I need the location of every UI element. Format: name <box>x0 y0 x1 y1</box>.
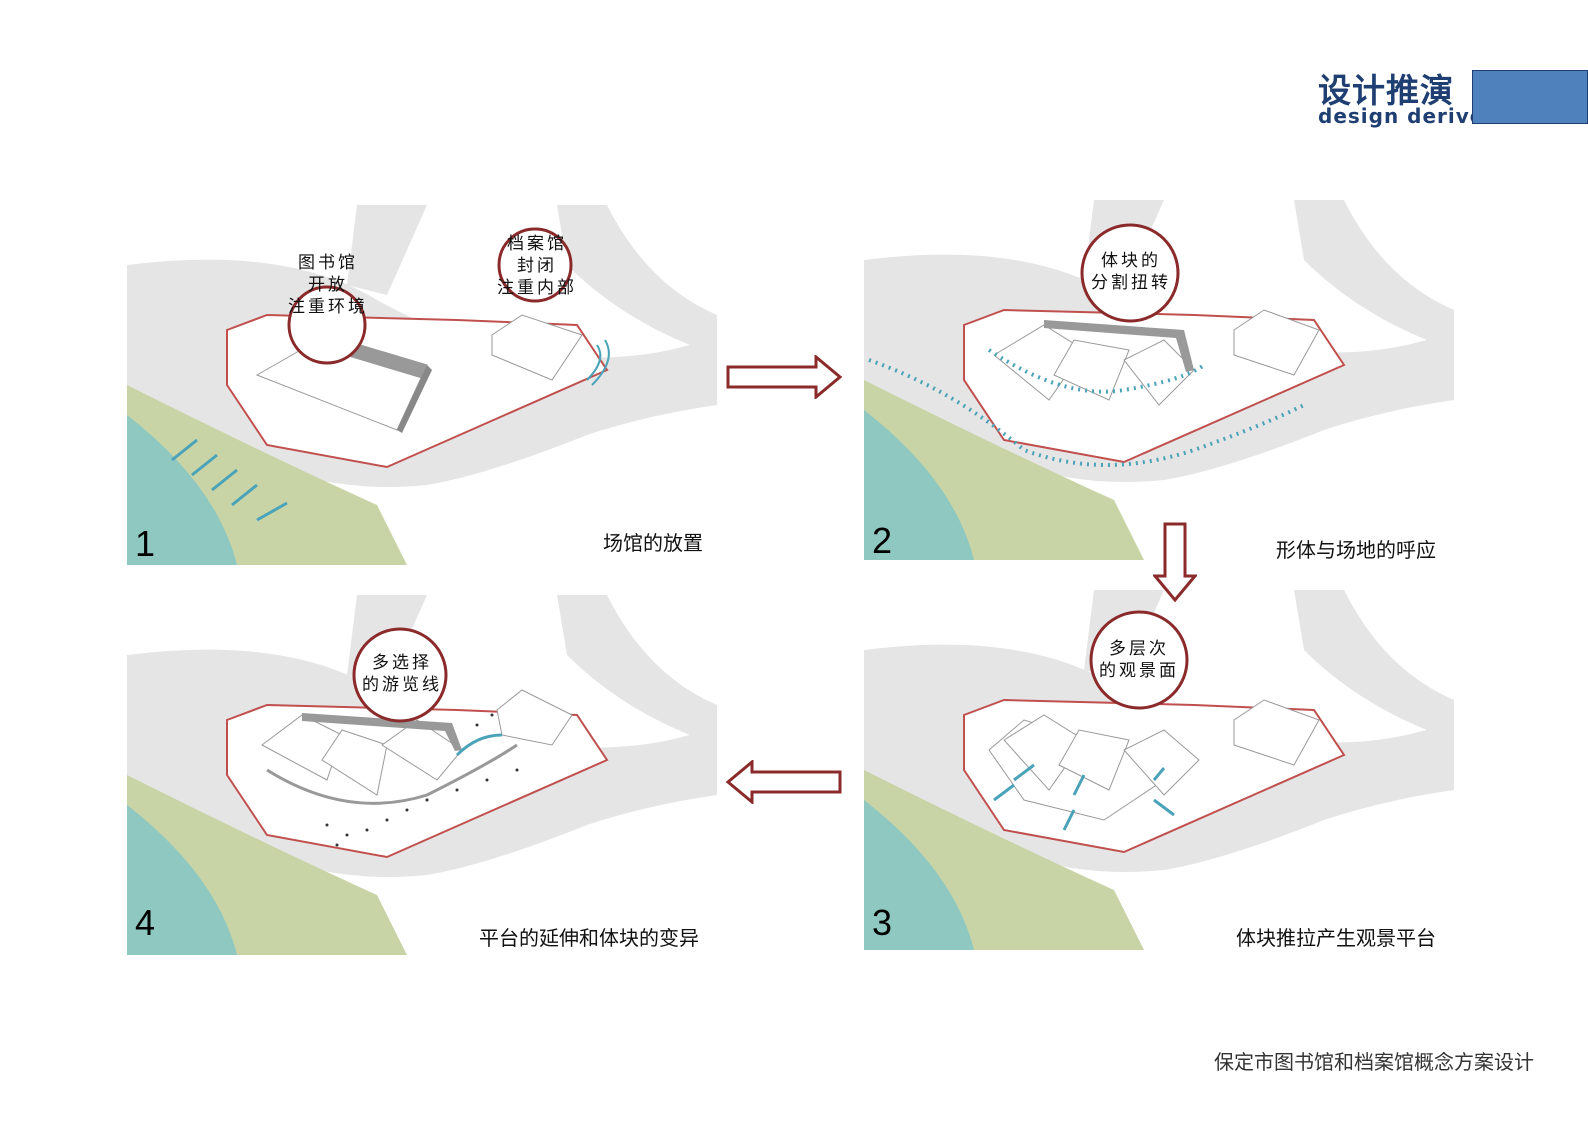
panel-caption: 场馆的放置 <box>603 531 703 555</box>
bubble-multilayer-view: 多层次 的观景面 <box>1099 639 1179 681</box>
header-accent-bar <box>1472 70 1588 124</box>
panel-caption: 体块推拉产生观景平台 <box>1236 926 1436 950</box>
panel-number: 4 <box>135 902 156 943</box>
panel-caption: 形体与场地的呼应 <box>1276 538 1436 560</box>
panel-number: 2 <box>872 520 893 560</box>
panel-number: 3 <box>872 902 893 943</box>
arrow-left-icon <box>725 760 842 804</box>
bubble-split-twist: 体块的 分割扭转 <box>1091 251 1171 293</box>
bubble-library: 图书馆 开放 注重环境 <box>288 253 368 317</box>
arrow-right-icon <box>726 355 843 399</box>
panel-3: 多层次 的观景面 3 体块推拉产生观景平台 <box>864 590 1454 950</box>
page-subtitle: design derive <box>1318 104 1485 128</box>
panel-number: 1 <box>135 523 156 564</box>
arrow-down-icon <box>1153 522 1197 603</box>
bubble-multi-route: 多选择 的游览线 <box>362 653 442 695</box>
bubble-archive: 档案馆 封闭 注重内部 <box>497 234 577 298</box>
panel-4: 多选择 的游览线 4 平台的延伸和体块的变异 <box>127 595 717 955</box>
panel-1: 图书馆 开放 注重环境 档案馆 封闭 注重内部 1 场馆的放置 <box>127 205 717 565</box>
page-title: 设计推演 <box>1318 71 1454 110</box>
panel-caption: 平台的延伸和体块的变异 <box>479 926 699 950</box>
panel-2: 体块的 分割扭转 2 形体与场地的呼应 <box>864 200 1454 560</box>
footer-project-title: 保定市图书馆和档案馆概念方案设计 <box>1214 1050 1534 1074</box>
